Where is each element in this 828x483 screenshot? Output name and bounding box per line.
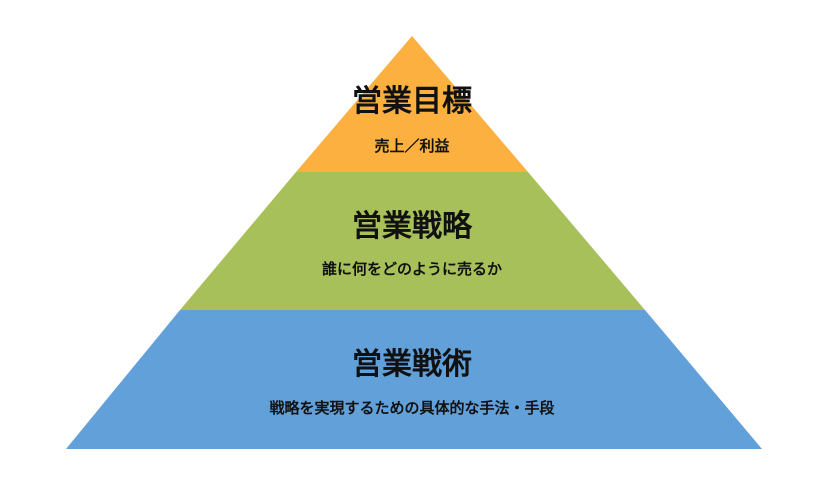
tier-bottom-subtitle: 戦略を実現するための具体的な手法・手段 xyxy=(269,399,554,417)
tier-top-shape xyxy=(296,36,528,172)
tier-top-subtitle: 売上／利益 xyxy=(374,137,449,155)
tier-bottom-shape xyxy=(66,310,762,449)
tier-middle-shape xyxy=(180,172,645,310)
tier-middle-subtitle: 誰に何をどのように売るか xyxy=(322,260,502,278)
tier-middle-title: 営業戦略 xyxy=(352,209,473,244)
tier-top-title: 営業目標 xyxy=(352,84,472,119)
tier-bottom-title: 営業戦術 xyxy=(352,347,472,382)
